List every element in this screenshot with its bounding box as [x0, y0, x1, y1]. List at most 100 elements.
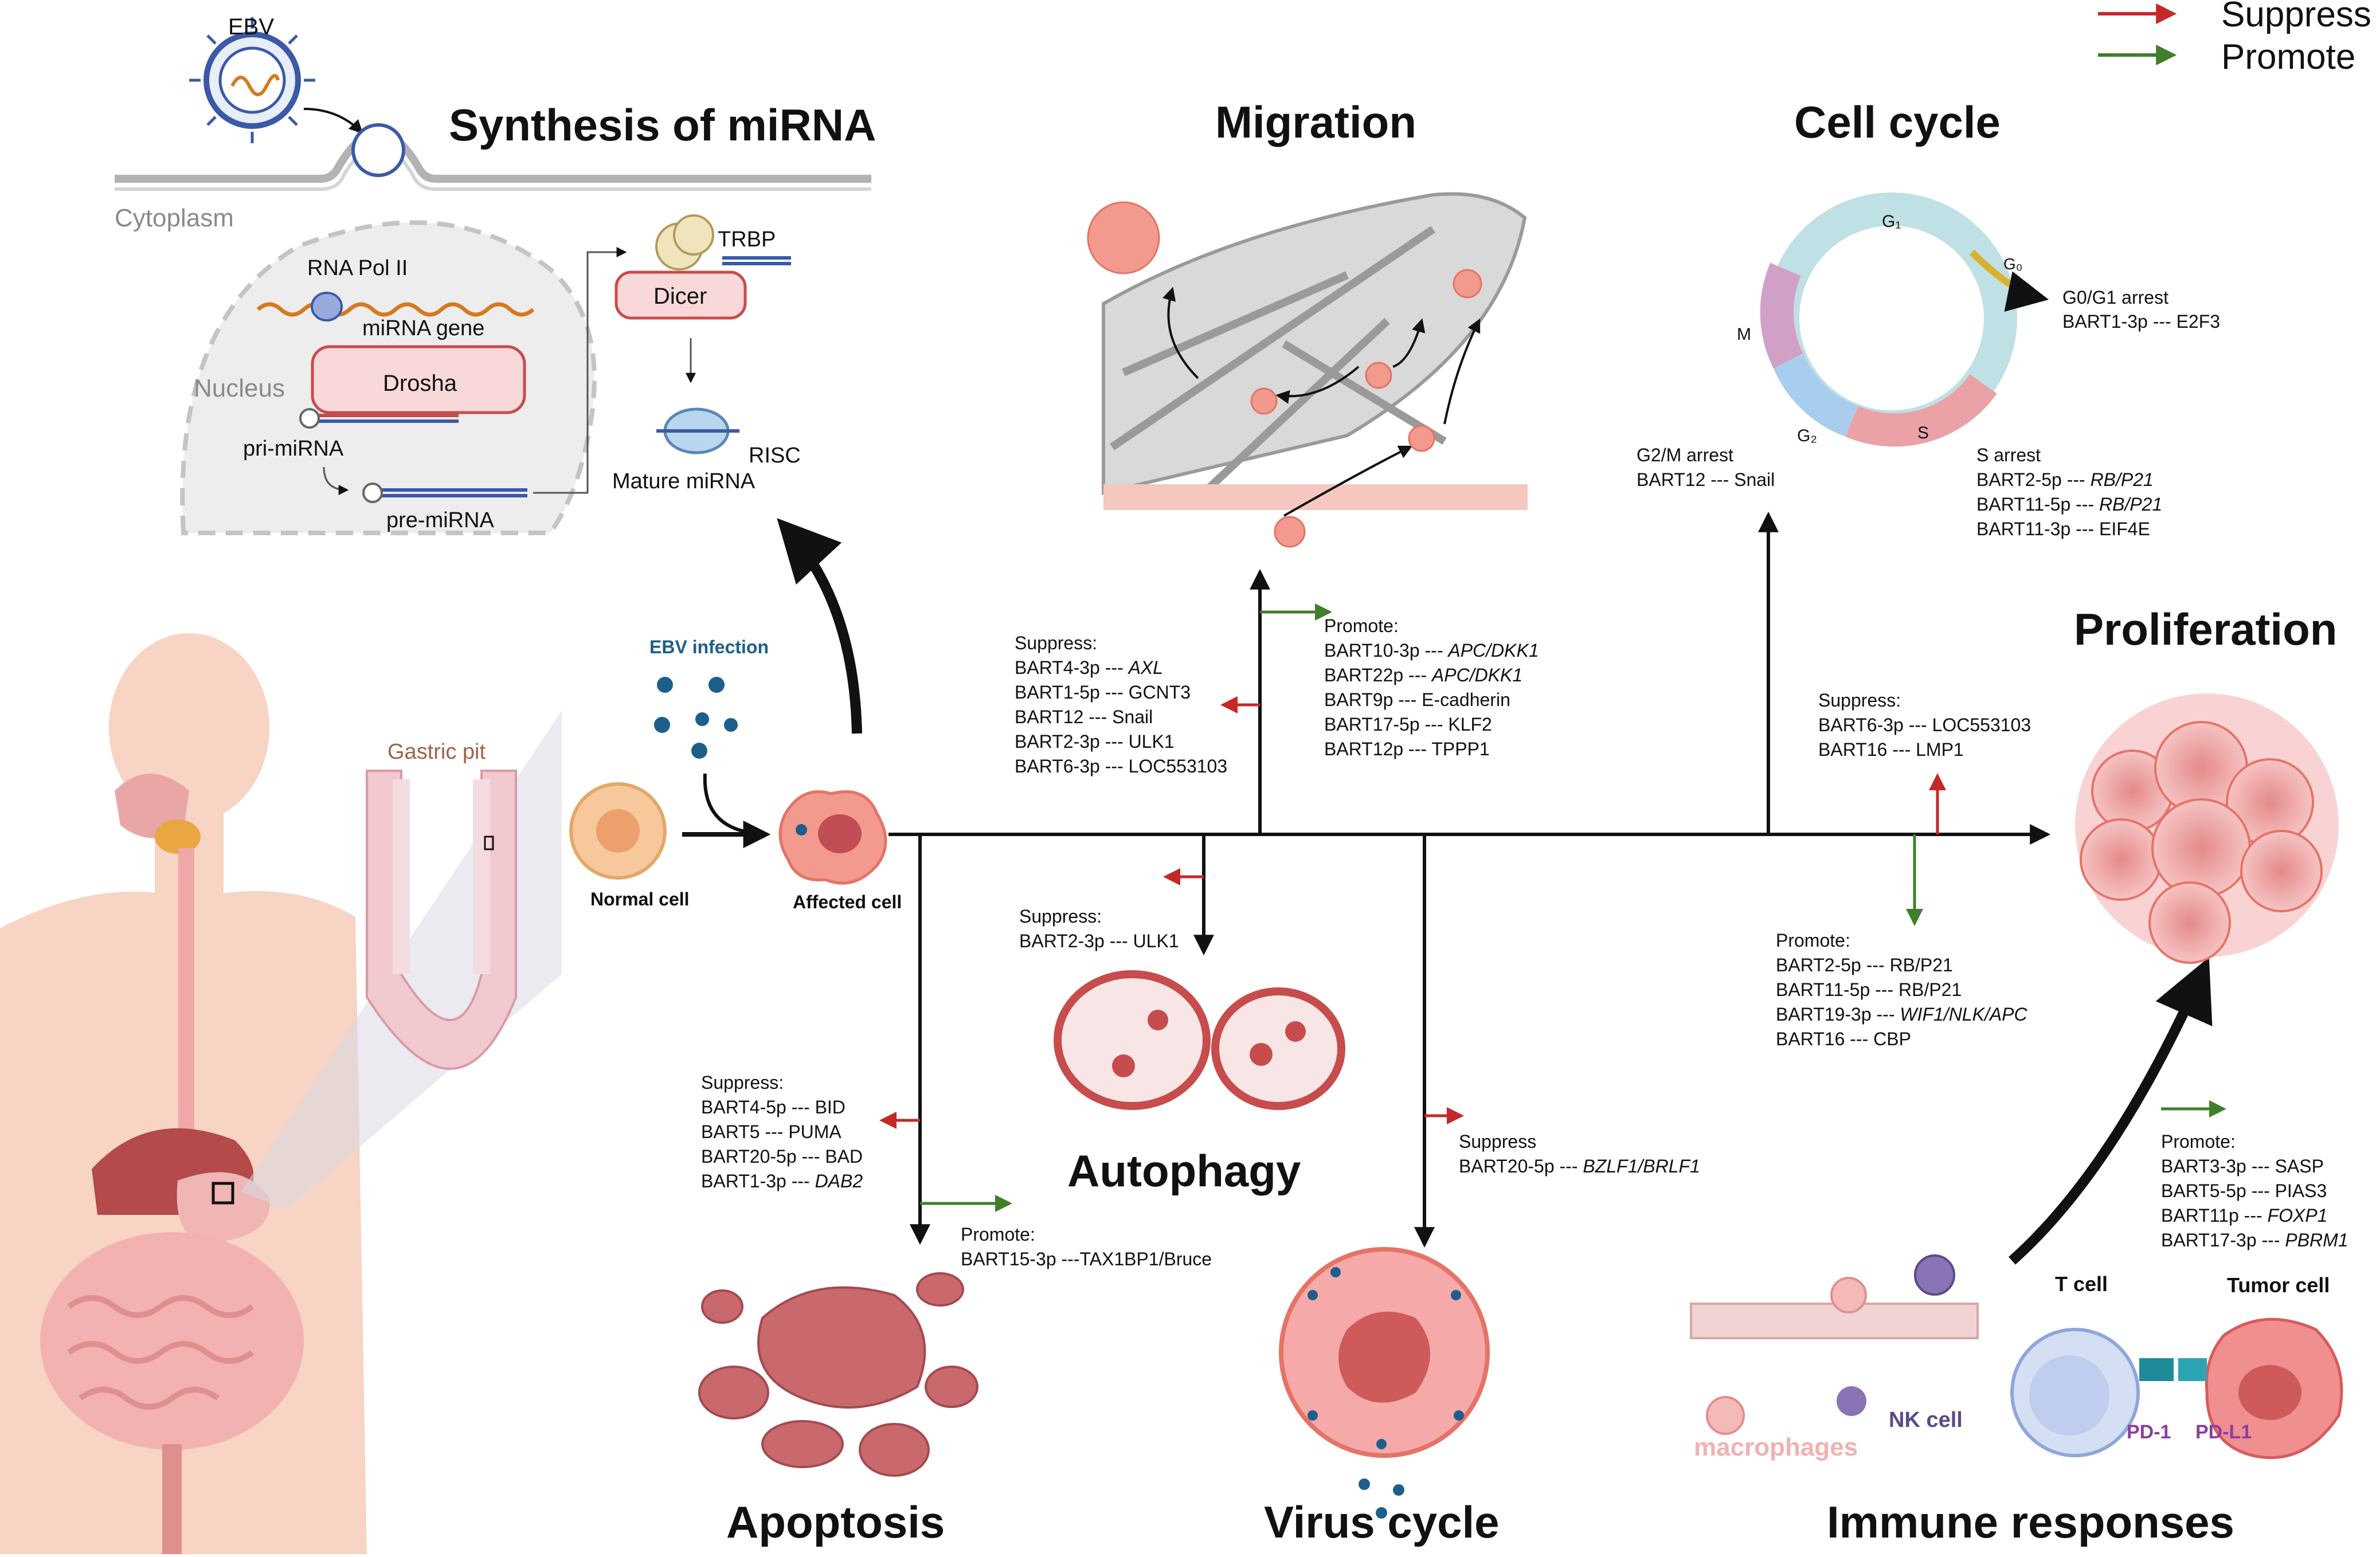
risc-label: RISC	[749, 444, 801, 468]
rna-pol-icon	[311, 292, 343, 321]
g2m-annotation: G2/M arrest BART12 --- Snail	[1637, 445, 1775, 490]
proliferation-panel: Proliferation	[2074, 604, 2339, 964]
regulation-item: BART3-3p --- SASP	[2161, 1156, 2324, 1176]
regulation-item: BART2-3p --- ULK1	[1019, 931, 1179, 951]
apoptosis-title: Apoptosis	[726, 1497, 945, 1547]
regulation-item: BART11p --- FOXP1	[2161, 1205, 2327, 1226]
regulation-block-title: Promote:	[2161, 1131, 2236, 1152]
cytoplasm-label: Cytoplasm	[115, 204, 234, 232]
ebv-label: EBV	[228, 14, 274, 40]
g1-label: G₁	[1882, 212, 1901, 231]
synthesis-panel: Synthesis of miRNA EBV Cytoplasm Nucleus…	[115, 14, 876, 535]
m-phase-arc	[1760, 262, 1804, 369]
regulation-item: BART12 --- Snail	[1015, 707, 1153, 727]
pdl1-label: PD-L1	[2195, 1421, 2252, 1443]
regulation-item: BART6-3p --- LOC553103	[1818, 715, 2031, 735]
ebv-virion-icon	[189, 17, 315, 143]
regulation-item: BART10-3p --- APC/DKK1	[1324, 640, 1539, 661]
regulation-block-title: Suppress	[1459, 1131, 1536, 1152]
drosha-label: Drosha	[383, 371, 457, 396]
t-cell-label: T cell	[2055, 1272, 2108, 1296]
svg-text:BART12 --- Snail: BART12 --- Snail	[1637, 469, 1775, 490]
nk-cell-label: NK cell	[1889, 1408, 1963, 1432]
synthesis-title: Synthesis of miRNA	[449, 100, 876, 150]
s-arrest-item: BART2-5p --- RB/P21	[1976, 469, 2154, 490]
nk-cell-icon	[1914, 1254, 1955, 1296]
tumor-cell-label: Tumor cell	[2227, 1273, 2330, 1297]
virus-cycle-panel: Virus cycle	[1264, 1247, 1500, 1547]
regulation-item: BART1-3p --- DAB2	[701, 1171, 863, 1191]
s-label: S	[1917, 423, 1929, 442]
intestine-icon	[40, 1232, 304, 1450]
regulation-item: BART16 --- LMP1	[1818, 739, 1964, 760]
s-arrest-item: BART11-3p --- EIF4E	[1976, 519, 2150, 539]
macrophages-label: macrophages	[1694, 1433, 1858, 1461]
pre-mirna-label: pre-miRNA	[386, 508, 495, 532]
regulation-item: BART2-5p --- RB/P21	[1776, 955, 1953, 975]
s-arrest-item: BART11-5p --- RB/P21	[1976, 494, 2162, 515]
arrow-immune-to-proliferation	[2009, 957, 2213, 1265]
autophagy-suppress-block: Suppress:BART2-3p --- ULK1	[1019, 906, 1179, 951]
pd1-label: PD-1	[2127, 1421, 2171, 1443]
g0g1-annotation: G0/G1 arrest BART1-3p --- E2F3	[2062, 287, 2220, 332]
regulation-item: BART6-3p --- LOC553103	[1015, 756, 1227, 776]
regulation-item: BART11-5p --- RB/P21	[1776, 979, 1962, 1000]
immune-title: Immune responses	[1827, 1497, 2234, 1547]
human-body-illustration	[0, 633, 562, 1554]
regulation-item: BART9p --- E-cadherin	[1324, 689, 1510, 710]
cell-cycle-panel: Cell cycle G₁ G₀ S G₂ M G0/G1 arrest BAR…	[1637, 97, 2220, 539]
pdl1-ligand-icon	[2178, 1358, 2207, 1381]
regulation-block-title: Suppress:	[1015, 633, 1097, 653]
mirna-gene-label: miRNA gene	[362, 316, 484, 340]
autophagy-panel: Autophagy	[1054, 970, 1345, 1196]
regulation-item: BART20-5p --- BAD	[701, 1146, 863, 1167]
legend-promote-label: Promote	[2221, 37, 2355, 77]
apoptotic-bodies-icon	[698, 1272, 978, 1477]
regulation-block-title: Suppress:	[1818, 690, 1901, 711]
migration-panel: Migration	[1087, 97, 1528, 548]
lysosome-icon	[1211, 987, 1345, 1110]
ebv-particles-icon	[654, 677, 738, 759]
apoptosis-panel: Apoptosis	[698, 1272, 978, 1547]
regulation-block-title: Suppress:	[701, 1072, 784, 1093]
regulation-item: BART22p --- APC/DKK1	[1324, 665, 1522, 685]
ebv-infection-label: EBV infection	[649, 637, 769, 657]
matrix-tissue	[1102, 192, 1527, 495]
regulation-item: BART19-3p --- WIF1/NLK/APC	[1776, 1004, 2028, 1025]
svg-text:BART1-3p --- E2F3: BART1-3p --- E2F3	[2062, 311, 2220, 332]
mirna-gene-dna	[256, 302, 535, 317]
regulation-block-title: Promote:	[961, 1224, 1035, 1245]
tumor-cluster-icon	[1087, 201, 1160, 274]
dicer-icon	[614, 270, 747, 320]
drosha-icon	[311, 345, 526, 414]
regulation-block-title: Promote:	[1324, 615, 1399, 636]
gastric-pit-label: Gastric pit	[387, 740, 486, 764]
s-phase-arc	[1845, 374, 1997, 447]
regulation-item: BART16 --- CBP	[1776, 1029, 1911, 1049]
g0-arrow	[1969, 249, 2049, 312]
cell-cycle-title: Cell cycle	[1794, 97, 2001, 147]
pri-mirna-label: pri-miRNA	[243, 437, 344, 461]
regulation-item: BART4-3p --- AXL	[1015, 657, 1163, 678]
regulation-item: BART4-5p --- BID	[701, 1097, 845, 1117]
regulation-item: BART12p --- TPPP1	[1324, 739, 1490, 759]
regulation-item: BART15-3p ---TAX1BP1/Bruce	[961, 1249, 1212, 1269]
ebv-entry-arrow	[303, 108, 363, 134]
stomach-zoom-box	[212, 1182, 234, 1205]
legend: Suppress Promote	[2098, 0, 2371, 77]
regulation-item: BART17-5p --- KLF2	[1324, 714, 1492, 735]
nucleus-label: Nucleus	[194, 374, 285, 402]
g2-label: G₂	[1797, 426, 1817, 445]
legend-suppress-label: Suppress	[2221, 0, 2371, 34]
svg-text:G2/M arrest: G2/M arrest	[1637, 445, 1733, 465]
